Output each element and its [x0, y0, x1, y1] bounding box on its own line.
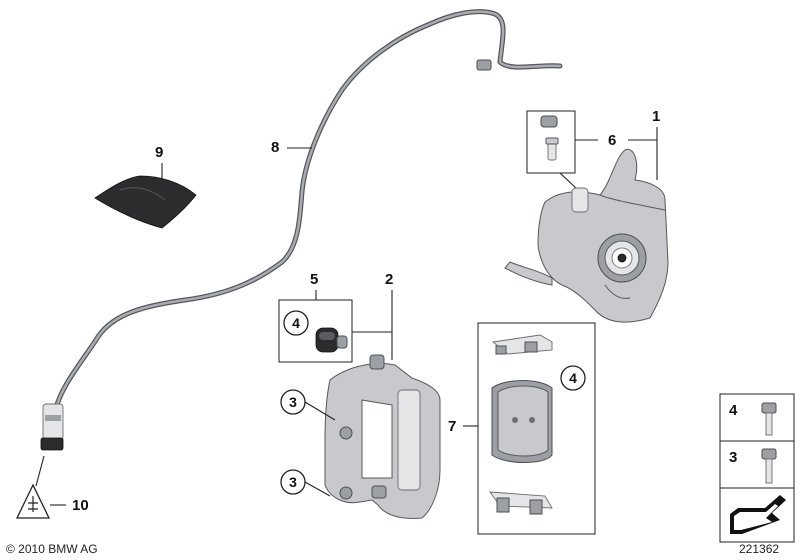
leader-line-3b	[304, 481, 331, 497]
bolt-icon[interactable]	[761, 402, 777, 436]
label-5: 5	[310, 271, 318, 288]
label-4-pad: 4	[569, 370, 577, 386]
parts-box-top-number: 4	[729, 402, 738, 419]
carrier-icon[interactable]	[324, 354, 441, 519]
label-4-carrier: 4	[292, 315, 300, 331]
bolt-icon[interactable]	[761, 448, 777, 484]
label-3a: 3	[289, 394, 297, 410]
label-4-circle-carrier	[283, 310, 309, 336]
leader-line-6	[559, 172, 579, 191]
grease-packet-icon[interactable]	[94, 175, 197, 229]
leader-line-3a	[304, 401, 336, 421]
label-8: 8	[271, 139, 279, 156]
caliper-icon[interactable]	[504, 148, 669, 323]
label-7: 7	[448, 418, 456, 435]
label-9: 9	[155, 144, 163, 161]
arrow-icon	[730, 495, 786, 534]
label-10: 10	[72, 497, 89, 514]
wear-sensor-icon	[40, 403, 64, 451]
label-4-circle-pad	[560, 365, 586, 391]
parts-box-bottom-number: 3	[729, 449, 737, 466]
leader-line-sensor	[35, 455, 45, 487]
label-1: 1	[652, 108, 660, 125]
bleeder-valve-icon[interactable]	[540, 115, 559, 161]
guide-sleeve-icon[interactable]	[315, 327, 348, 353]
pad-clip-upper	[491, 334, 553, 355]
copyright-text: © 2010 BMW AG	[6, 542, 98, 556]
label-2: 2	[385, 271, 393, 288]
label-6: 6	[608, 132, 616, 149]
brake-line[interactable]	[49, 9, 563, 448]
brake-pad-icon[interactable]	[491, 380, 553, 463]
esd-warning-triangle	[15, 483, 51, 519]
diagram-id: 221362	[739, 542, 779, 556]
label-3b: 3	[289, 474, 297, 490]
pad-clip-lower	[489, 491, 553, 515]
connector-plug	[476, 59, 492, 71]
